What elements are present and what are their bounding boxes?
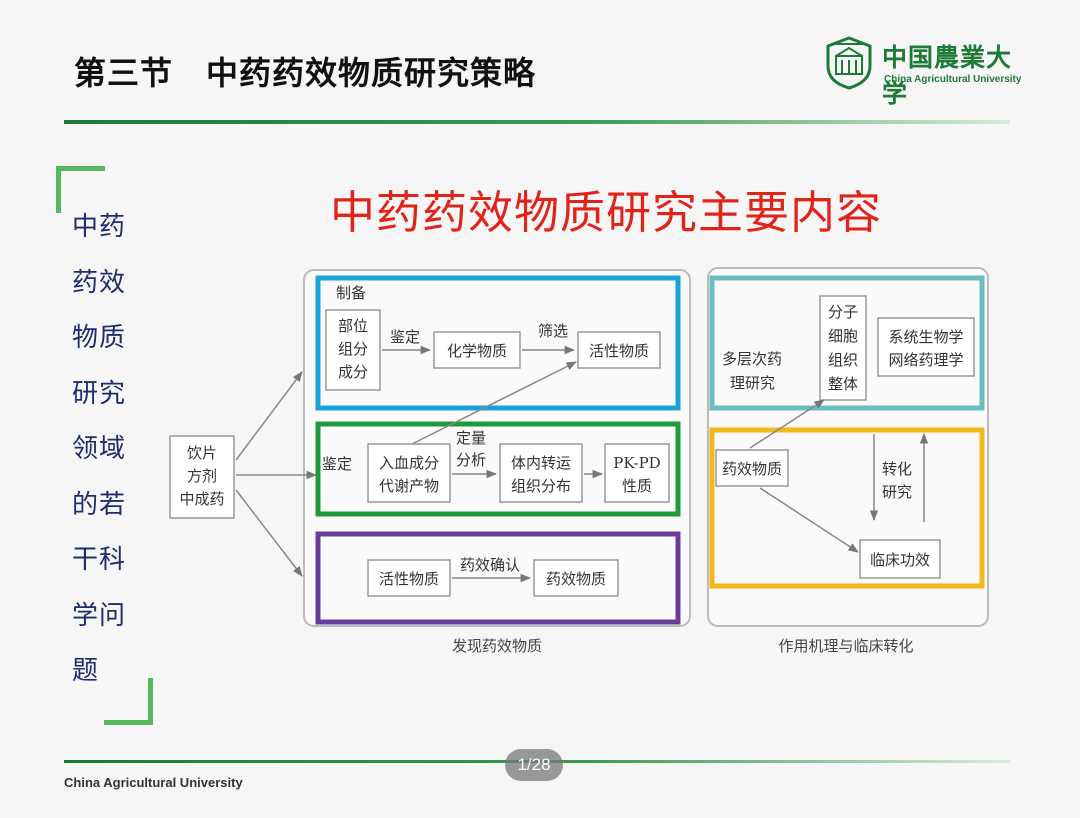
university-logo: 中国農業大学 China Agricultural University bbox=[824, 36, 1024, 108]
node-pkpd bbox=[604, 443, 670, 503]
node-systems-line: 系统生物学 bbox=[888, 328, 963, 346]
node-active-bottom bbox=[367, 559, 451, 597]
node-active-bottom-label: 活性物质 bbox=[379, 570, 439, 588]
node-levels-line: 分子 bbox=[828, 303, 858, 321]
node-transport bbox=[499, 443, 583, 503]
node-multi-line: 多层次药 bbox=[722, 350, 782, 368]
left-panel-caption: 发现药效物质 bbox=[452, 637, 542, 655]
node-levels bbox=[819, 295, 867, 401]
node-levels-line: 细胞 bbox=[828, 327, 858, 345]
node-parts-line: 部位 bbox=[338, 317, 368, 335]
sidebar-line: 学问 bbox=[72, 600, 127, 631]
label-confirm: 药效确认 bbox=[460, 556, 520, 574]
arrow-blood-active bbox=[411, 361, 577, 445]
node-blood bbox=[367, 443, 451, 503]
node-effect-right bbox=[715, 449, 789, 487]
node-active-top bbox=[577, 331, 661, 369]
node-clinical-label: 临床功效 bbox=[870, 551, 930, 569]
label-quant: 定量 bbox=[456, 429, 486, 447]
node-effect-right-label: 药效物质 bbox=[722, 460, 782, 478]
footer-university: China Agricultural University bbox=[64, 775, 243, 790]
sidebar-line: 物质 bbox=[72, 323, 127, 353]
node-multi-line: 理研究 bbox=[730, 374, 775, 392]
node-active-top-label: 活性物质 bbox=[589, 342, 649, 360]
node-start-line: 中成药 bbox=[179, 490, 224, 508]
node-chem bbox=[433, 331, 521, 369]
label-identify-top: 鉴定 bbox=[390, 328, 420, 346]
arrow-effect-clinical bbox=[759, 487, 859, 553]
node-blood-line: 代谢产物 bbox=[379, 477, 439, 495]
arrow-effect-levels bbox=[749, 399, 825, 449]
node-levels-line: 整体 bbox=[828, 375, 858, 393]
sidebar-line: 的若 bbox=[72, 489, 127, 520]
node-levels-line: 组织 bbox=[828, 351, 858, 369]
node-pkpd-line: 性质 bbox=[622, 477, 652, 495]
arrow-start-bottom bbox=[235, 489, 303, 577]
node-start-line: 方剂 bbox=[187, 467, 217, 485]
label-translate: 研究 bbox=[882, 483, 912, 501]
logo-english-name: China Agricultural University bbox=[884, 74, 1022, 85]
page-indicator[interactable]: 1/28 bbox=[505, 749, 563, 781]
node-blood-line: 入血成分 bbox=[379, 454, 439, 472]
node-parts bbox=[325, 309, 381, 391]
bracket-top-left bbox=[56, 166, 105, 213]
node-chem-label: 化学物质 bbox=[447, 342, 507, 360]
frame-green bbox=[315, 421, 681, 517]
node-transport-line: 组织分布 bbox=[511, 477, 571, 495]
node-systems bbox=[877, 317, 975, 377]
sidebar-line: 干科 bbox=[72, 545, 127, 575]
sidebar-line: 药效 bbox=[72, 267, 127, 298]
label-quant: 分析 bbox=[456, 451, 486, 469]
sidebar-vertical-title: 中药 药效 物质 研究 领域 的若 干科 学问 题 bbox=[72, 200, 132, 700]
node-parts-line: 组分 bbox=[338, 340, 368, 358]
frame-teal bbox=[709, 275, 985, 411]
label-prep: 制备 bbox=[336, 284, 366, 302]
frame-yellow bbox=[709, 427, 985, 589]
frame-blue bbox=[315, 275, 681, 411]
main-title: 中药药效物质研究主要内容 bbox=[330, 186, 883, 239]
section-title: 第三节 中药药效物质研究策略 bbox=[74, 54, 537, 92]
node-start-line: 饮片 bbox=[187, 444, 217, 462]
node-systems-line: 网络药理学 bbox=[888, 351, 963, 369]
label-translate: 转化 bbox=[882, 460, 912, 478]
node-effect-left-label: 药效物质 bbox=[546, 570, 606, 588]
logo-chinese-name: 中国農業大学 bbox=[882, 43, 1013, 108]
node-pkpd-line: PK-PD bbox=[613, 454, 660, 472]
sidebar-line: 研究 bbox=[72, 378, 127, 409]
node-parts-line: 成分 bbox=[338, 363, 368, 381]
bracket-bottom-right bbox=[104, 678, 153, 725]
seal-icon bbox=[826, 36, 872, 90]
sidebar-line: 题 bbox=[72, 656, 100, 686]
node-clinical bbox=[859, 539, 941, 579]
header-divider bbox=[64, 120, 1010, 124]
sidebar-line: 领域 bbox=[72, 434, 127, 464]
frame-purple bbox=[315, 531, 681, 625]
label-identify-mid: 鉴定 bbox=[322, 455, 352, 473]
right-panel-caption: 作用机理与临床转化 bbox=[778, 637, 913, 655]
node-effect-left bbox=[533, 559, 619, 597]
sidebar-line: 中药 bbox=[72, 212, 127, 242]
arrow-start-top bbox=[235, 371, 303, 461]
label-screen: 筛选 bbox=[538, 322, 568, 340]
node-transport-line: 体内转运 bbox=[511, 454, 571, 472]
node-start bbox=[169, 435, 235, 519]
